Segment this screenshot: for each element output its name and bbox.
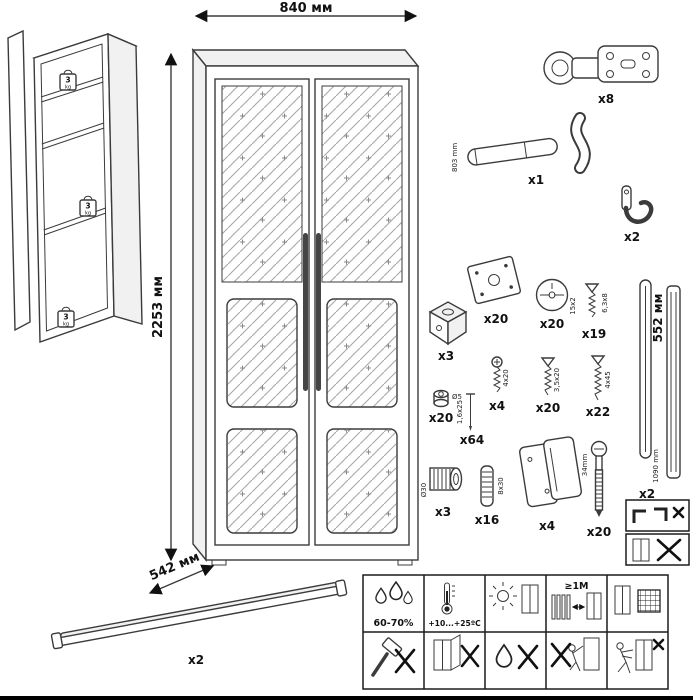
right-door-handle xyxy=(316,233,321,391)
screw-mid-size: 3,5x20 xyxy=(553,368,561,392)
barrel-nut-icon xyxy=(433,389,449,408)
shelf-weight-3-value: 3 xyxy=(63,313,68,322)
knob-count: x3 xyxy=(435,505,451,519)
screw-flat-count: x19 xyxy=(582,327,606,341)
care-cell-sunlight xyxy=(489,582,539,614)
care-grid: 60-70% +10...+25ºC ≥1M xyxy=(362,574,669,690)
wardrobe-right-door xyxy=(314,78,410,546)
iso-opening xyxy=(40,43,109,332)
hinge-icon xyxy=(543,45,659,85)
cam-lock-icon xyxy=(535,278,569,312)
care-cell-no-lean xyxy=(433,634,480,671)
iso-cabinet-drawing: 3 kg 3 kg 3 kg xyxy=(7,29,143,343)
hanging-rail-count: x2 xyxy=(188,653,204,667)
temperature-value: +10...+25ºC xyxy=(428,619,481,628)
screw-mid-icon xyxy=(540,357,556,396)
corner-block-count: x3 xyxy=(438,349,454,363)
care-cell-no-moisture xyxy=(495,643,539,670)
humidity-value: 60-70% xyxy=(374,618,414,629)
dowel-size: 8x30 xyxy=(497,477,505,495)
iso-open-door xyxy=(7,29,31,332)
hook-icon xyxy=(621,185,654,224)
gas-lift-rod-count: x1 xyxy=(528,173,544,187)
screw-pan-count: x4 xyxy=(489,399,505,413)
barrel-nut-count: x20 xyxy=(429,411,453,425)
dowel-count: x16 xyxy=(475,513,499,527)
nail-icon xyxy=(466,393,475,431)
care-cell-temperature: +10...+25ºC xyxy=(428,582,481,628)
corner-block-icon xyxy=(428,301,468,346)
screw-long-count: x22 xyxy=(586,405,610,419)
care-cell-no-climbing xyxy=(550,637,600,672)
dimension-height: 2253 мм xyxy=(151,52,178,562)
profile-strip-length-alt: 1090 mm xyxy=(652,449,660,483)
screw-mid-count: x20 xyxy=(536,401,560,415)
wardrobe-top-face xyxy=(191,49,420,67)
shelf-weight-3-unit: kg xyxy=(63,322,69,328)
care-cell-no-hammer xyxy=(371,637,416,677)
anti-tip-bracket-warning-box xyxy=(625,499,690,532)
anti-tip-bracket-icon xyxy=(632,506,685,523)
nail-count: x64 xyxy=(460,433,484,447)
care-cell-heat-distance: ≥1M xyxy=(551,581,602,620)
cam-lock-size: 15x2 xyxy=(569,297,577,315)
cover-panel-icon xyxy=(519,436,582,508)
care-cell-humidity: 60-70% xyxy=(374,580,414,629)
square-plate-count: x20 xyxy=(484,312,508,326)
dimension-height-label: 2253 мм xyxy=(151,276,166,338)
hinge-count: x8 xyxy=(598,92,614,106)
screw-pan-icon xyxy=(491,356,503,393)
barrel-nut-size: Ø5 xyxy=(452,393,462,401)
page-bottom-edge xyxy=(0,696,693,700)
wardrobe-left-door xyxy=(214,78,310,546)
shelf-weight-1-value: 3 xyxy=(65,76,70,85)
no-tip-warning-box xyxy=(625,533,690,566)
dimension-width: 840 мм xyxy=(194,1,418,23)
shelf-weight-2-value: 3 xyxy=(85,202,90,211)
hook-count: x2 xyxy=(624,230,640,244)
hanging-rail-icon xyxy=(50,579,348,650)
knob-size: Ø30 xyxy=(420,483,428,497)
gas-lift-rod-icon xyxy=(467,112,591,174)
wardrobe-left-face xyxy=(192,48,207,562)
shelf-weight-2-unit: kg xyxy=(85,211,91,217)
parts-list: x8 803 mm x1 x2 x3 xyxy=(420,45,681,539)
cover-panel-count: x4 xyxy=(539,519,555,533)
iso-side-face xyxy=(107,32,143,325)
screw-flat-size: 6,3x8 xyxy=(601,293,609,313)
knob-icon xyxy=(429,467,463,491)
wardrobe-foot-left xyxy=(211,559,227,566)
nail-size: 1,6x25 xyxy=(456,400,464,424)
connecting-bolt-icon xyxy=(590,440,608,517)
cam-lock-count: x20 xyxy=(540,317,564,331)
wardrobe-foot-right xyxy=(397,559,413,566)
shelf-weight-1-unit: kg xyxy=(65,85,71,91)
shelf-weight-2: 3 kg xyxy=(79,195,97,217)
no-tip-warning-icon xyxy=(632,538,682,562)
square-plate-icon xyxy=(467,255,521,305)
min-distance-value: ≥1M xyxy=(564,581,588,592)
shelf-weight-1: 3 kg xyxy=(59,69,77,91)
profile-strip-length: 552 мм xyxy=(651,294,665,343)
screw-long-size: 4x45 xyxy=(604,371,612,389)
care-cell-ventilation xyxy=(614,585,661,615)
connecting-bolt-size: 34mm xyxy=(581,454,589,477)
profile-strip-icon xyxy=(639,279,681,479)
shelf-weight-3: 3 kg xyxy=(57,306,75,328)
dimension-width-label: 840 мм xyxy=(280,1,333,16)
profile-strip-count: x2 xyxy=(639,487,655,501)
connecting-bolt-count: x20 xyxy=(587,525,611,539)
wardrobe-front-view xyxy=(191,48,420,566)
screw-pan-size: 4x20 xyxy=(502,369,510,387)
dowel-icon xyxy=(480,465,494,507)
wall-fixing-warnings xyxy=(625,499,690,566)
gas-lift-rod-size: 803 mm xyxy=(451,143,459,172)
dimension-depth-label: 542 мм xyxy=(147,550,202,584)
care-cell-no-drag xyxy=(616,638,665,674)
screw-flat-icon xyxy=(584,283,600,318)
left-door-handle xyxy=(303,233,308,391)
screw-long-icon xyxy=(590,355,606,401)
